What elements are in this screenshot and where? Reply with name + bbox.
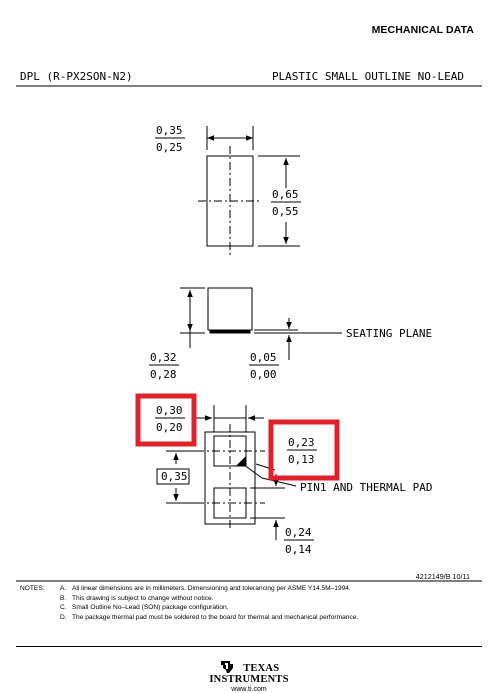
- note-item: B.This drawing is subject to change with…: [60, 594, 214, 602]
- package-name: PLASTIC SMALL OUTLINE NO-LEAD: [272, 70, 464, 83]
- side-view-terminal: [209, 329, 251, 334]
- mechanical-drawing: DPL (R-PX2SON-N2) PLASTIC SMALL OUTLINE …: [16, 70, 482, 582]
- notes-list: A.All linear dimensions are in millimete…: [60, 584, 480, 622]
- svg-text:0,23: 0,23: [288, 436, 315, 449]
- svg-text:0,55: 0,55: [272, 205, 299, 218]
- svg-text:0,65: 0,65: [272, 188, 299, 201]
- svg-text:0,30: 0,30: [156, 404, 183, 417]
- seating-plane-label: SEATING PLANE: [346, 327, 432, 340]
- svg-text:0,24: 0,24: [285, 526, 312, 539]
- footer-logo: TEXAS INSTRUMENTS www.ti.com: [0, 658, 498, 693]
- side-view-body: [207, 287, 253, 331]
- pin1-chamfer-mark: [236, 456, 246, 466]
- note-item: D.The package thermal pad must be solder…: [60, 613, 359, 621]
- svg-text:0,13: 0,13: [288, 453, 315, 466]
- ti-logo-icon: [220, 660, 233, 673]
- svg-text:0,25: 0,25: [156, 141, 183, 154]
- svg-text:0,28: 0,28: [150, 368, 177, 381]
- pin1-callout-leader-2: [261, 477, 297, 487]
- svg-text:0,14: 0,14: [285, 543, 312, 556]
- top-view: [198, 126, 300, 255]
- brand-line1: TEXAS: [243, 663, 280, 674]
- svg-text:0,00: 0,00: [250, 368, 277, 381]
- note-item: C.Small Outline No–Lead (SON) package co…: [60, 604, 229, 612]
- note-item: A.All linear dimensions are in millimete…: [60, 585, 351, 592]
- pitch-value: 0,35: [156, 468, 190, 485]
- bottom-view: [166, 405, 297, 540]
- svg-text:0,35: 0,35: [156, 124, 183, 137]
- svg-text:0,35: 0,35: [161, 470, 188, 483]
- svg-text:0,32: 0,32: [150, 351, 177, 364]
- top-width-value: 0,35 0,25: [155, 124, 185, 154]
- brand-line2: INSTRUMENTS: [209, 674, 289, 685]
- svg-text:0,20: 0,20: [156, 421, 183, 434]
- pad-length-value: 0,24 0,14: [284, 526, 314, 556]
- side-standoff-value: 0,05 0,00: [249, 351, 279, 381]
- side-height-value: 0,32 0,28: [149, 351, 179, 381]
- highlight-pin1: [268, 419, 340, 481]
- highlight-pad-width: [135, 393, 197, 447]
- notes-label: NOTES:: [20, 585, 45, 592]
- svg-text:0,05: 0,05: [250, 351, 277, 364]
- footer-rule: [16, 646, 482, 647]
- section-title: MECHANICAL DATA: [371, 24, 474, 36]
- package-code: DPL (R-PX2SON-N2): [20, 70, 133, 83]
- document-number: 4212149/B 10/11: [415, 572, 470, 581]
- top-length-value: 0,65 0,55: [271, 188, 301, 218]
- side-view: [180, 287, 342, 360]
- pin1-value: 0,23 0,13: [287, 436, 317, 466]
- basic-dimension-box: [156, 468, 190, 485]
- pad-width-value: 0,30 0,20: [155, 404, 185, 434]
- pin1-thermal-pad-label: PIN1 AND THERMAL PAD: [300, 481, 432, 494]
